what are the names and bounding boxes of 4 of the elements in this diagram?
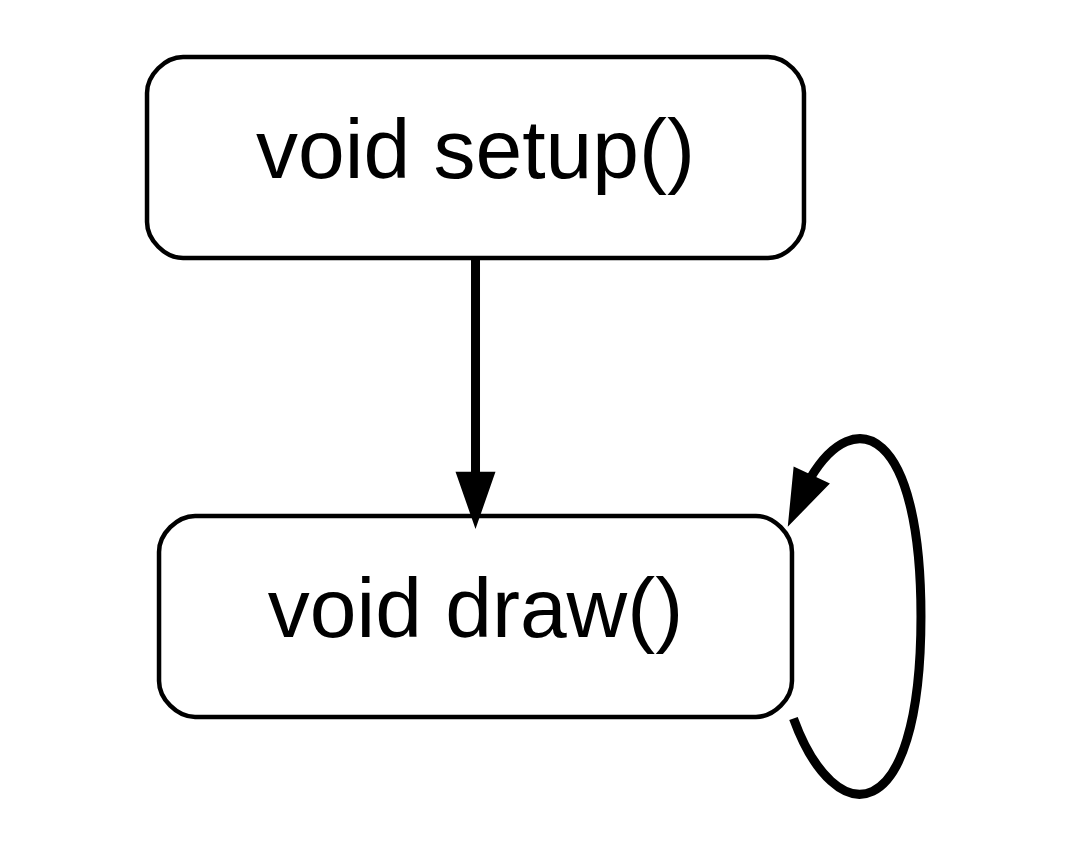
node-box: void setup() [144, 54, 807, 261]
arrow [787, 434, 926, 799]
node-box: void draw() [156, 513, 795, 720]
arrow [455, 258, 496, 529]
